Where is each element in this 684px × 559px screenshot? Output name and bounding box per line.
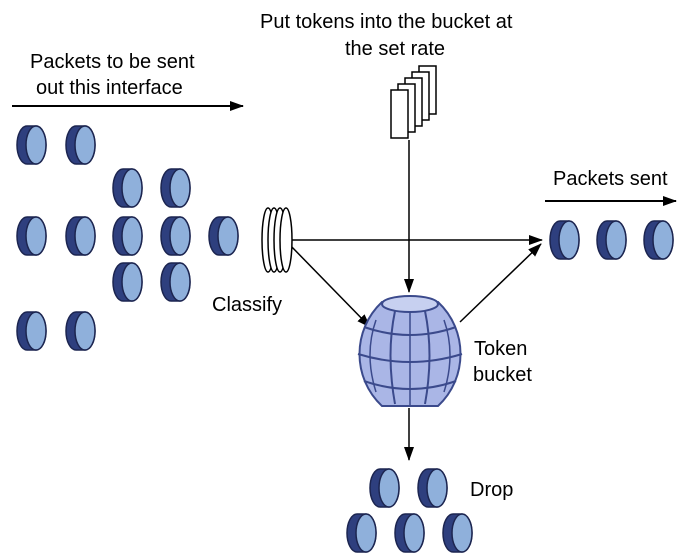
label-bucket: bucket	[473, 364, 532, 386]
label-classify: Classify	[212, 294, 283, 316]
classify-to-bucket-arrow	[287, 242, 371, 328]
packet-cylinder-icon	[346, 513, 377, 553]
token-bucket-barrel-icon	[357, 295, 463, 407]
packet-cylinder-icon	[160, 262, 191, 302]
packet-cylinder-icon	[112, 216, 143, 256]
packet-cylinder-icon	[112, 262, 143, 302]
packet-cylinder-icon	[643, 220, 674, 260]
packet-cylinder-icon	[549, 220, 580, 260]
packet-cylinder-icon	[65, 125, 96, 165]
packet-cylinder-icon	[112, 168, 143, 208]
packet-cylinder-icon	[394, 513, 425, 553]
packet-cylinder-icon	[208, 216, 239, 256]
packet-cylinder-icon	[65, 311, 96, 351]
packet-cylinder-icon	[417, 468, 448, 508]
packet-cylinder-icon	[160, 168, 191, 208]
label-packets-sent: Packets sent	[553, 168, 668, 190]
classifier-rings-icon	[261, 207, 293, 273]
packet-cylinder-icon	[596, 220, 627, 260]
label-set-rate: the set rate	[345, 38, 446, 60]
label-put-tokens: Put tokens into the bucket at	[260, 11, 513, 33]
label-packets-to-be-sent: Packets to be sent	[30, 51, 195, 73]
packets-group	[16, 125, 674, 553]
packet-cylinder-icon	[369, 468, 400, 508]
bucket-to-sent-arrow	[459, 243, 542, 323]
packet-cylinder-icon	[16, 125, 47, 165]
packet-cylinder-icon	[65, 216, 96, 256]
packet-cylinder-icon	[160, 216, 191, 256]
packet-cylinder-icon	[16, 216, 47, 256]
token-stack-icon	[390, 65, 437, 139]
label-drop: Drop	[470, 479, 514, 501]
label-out-this-interface: out this interface	[36, 77, 183, 99]
packet-cylinder-icon	[16, 311, 47, 351]
packet-cylinder-icon	[442, 513, 473, 553]
label-token: Token	[474, 338, 528, 360]
